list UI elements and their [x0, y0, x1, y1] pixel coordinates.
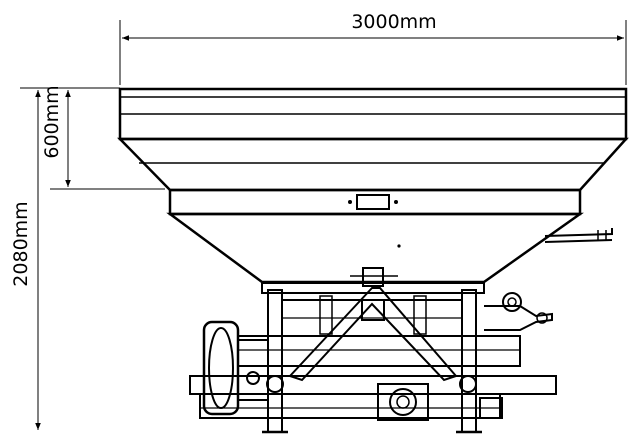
hopper-extension: [117, 87, 629, 192]
right-hitch: [459, 292, 557, 419]
extension-dimension: 600mm: [20, 85, 165, 190]
width-dimension-label: 3000mm: [351, 11, 436, 33]
side-handle: [544, 228, 613, 243]
total-height-dimension-label: 2080mm: [10, 201, 32, 286]
left-unit: [202, 320, 284, 416]
extension-dimension-label: 600mm: [41, 85, 63, 158]
total-height-dimension: 2080mm: [10, 90, 41, 430]
frame: [189, 267, 557, 433]
width-dimension: 3000mm: [119, 11, 627, 85]
